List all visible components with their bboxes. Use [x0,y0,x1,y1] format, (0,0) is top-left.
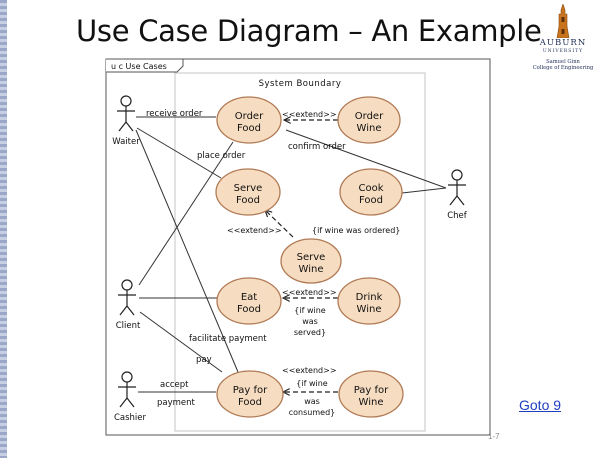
logo-college-name: Samuel Ginn College of Engineering [518,59,608,71]
usecase-pay-wine-line1: Pay for [354,385,389,396]
use-case-ellipses [215,96,404,418]
actor-client-label: Client [116,321,141,331]
usecase-eat-food-line1: Eat [241,292,257,303]
logo-college-line1: Samuel Ginn [546,59,580,65]
usecase-order-food [216,96,282,144]
usecase-order-food-line2: Food [237,123,261,134]
association-lines [135,116,447,393]
label-cond-wine-consumed-3: consumed} [289,408,335,417]
client-orderfood-line [138,141,234,286]
usecase-pay-wine [338,370,404,418]
label-extend-orderwine: <<extend>> [282,110,337,119]
usecase-drink-wine-line2: Wine [357,304,382,315]
usecase-pay-wine-line2: Wine [359,397,384,408]
label-extend-paywine: <<extend>> [282,366,337,375]
diagram-frame [105,58,491,436]
actor-chef-label: Chef [447,211,468,221]
label-extend-drinkwine: <<extend>> [282,288,337,297]
usecase-serve-wine-line2: Wine [299,264,324,275]
label-cond-wine-served-3: served} [294,328,326,337]
logo-university-word: UNIVERSITY [542,49,584,54]
usecase-pay-food [216,370,284,418]
chef-orderfood-line [285,129,447,189]
usecase-pay-food-line2: Food [238,397,262,408]
actor-waiter-head [120,95,132,107]
use-case-labels: Order Food Order Wine Serve Food Cook Fo… [233,111,389,408]
actor-cashier [118,371,136,408]
usecase-serve-food-line2: Food [236,195,260,206]
label-place-order: place order [197,151,246,161]
label-cond-wine-served-1: {if wine [294,306,326,315]
label-accept: accept [160,380,189,390]
frame-tag-box [106,58,184,73]
label-cond-wine-consumed-1: {if wine [296,379,328,388]
frame-tag: u c Use Cases [111,62,167,71]
logo-university-name: AUBURN [539,38,587,48]
usecase-serve-wine-line1: Serve [297,252,326,263]
actor-chef [448,169,466,206]
university-logo: AUBURN UNIVERSITY Samuel Ginn College of… [518,4,608,74]
actor-waiter [117,95,135,132]
usecase-order-wine-line2: Wine [357,123,382,134]
label-cond-wine-consumed-2: was [304,397,320,406]
label-cond-wine-ordered: {if wine was ordered} [312,226,400,235]
goto-slide-link[interactable]: Goto 9 [519,397,562,413]
actor-chef-head [451,169,463,181]
extend-arrows [265,120,338,392]
usecase-serve-food-line1: Serve [234,183,263,194]
logo-college-line2: College of Engineering [532,65,594,71]
system-boundary-label: System Boundary [259,79,342,89]
label-receive-order: receive order [146,109,203,119]
usecase-cook-food-line2: Food [359,195,383,206]
left-edge-stripe [0,0,7,458]
chef-cookfood-line [401,187,447,194]
label-facilitate-payment: facilitate payment [189,334,267,344]
extend-arrow-servewine [265,210,294,238]
usecase-drink-wine-line1: Drink [356,292,383,303]
client-payfood-line [139,311,223,373]
actor-client [118,279,136,316]
actor-client-head [121,279,133,291]
usecase-order-wine [337,96,401,144]
usecase-eat-food-line2: Food [237,304,261,315]
actor-cashier-head [121,371,133,383]
usecase-order-wine-line1: Order [355,111,384,122]
usecase-eat-food [216,277,282,325]
label-pay: pay [196,355,212,365]
tower-icon [556,4,570,38]
label-extend-servewine: <<extend>> [227,226,282,235]
usecase-pay-food-line1: Pay for [233,385,268,396]
slide-title: Use Case Diagram – An Example [76,14,542,48]
label-cond-wine-served-2: was [302,317,318,326]
label-confirm-order: confirm order [288,142,346,152]
label-payment: payment [157,398,196,408]
usecase-order-food-line1: Order [235,111,264,122]
usecase-cook-food-line1: Cook [358,183,383,194]
usecase-drink-wine [337,277,401,325]
actor-cashier-label: Cashier [114,413,147,423]
system-boundary [174,72,426,432]
usecase-serve-food [215,168,281,216]
usecase-serve-wine [280,238,342,284]
usecase-cook-food [339,168,403,216]
relationship-labels: receive order place order confirm order … [146,109,400,417]
page-number: 1-7 [488,432,500,441]
actor-labels: Waiter Chef Client Cashier [112,137,468,423]
waiter-payfood-line [135,129,239,373]
waiter-servefood-line [136,127,222,179]
actor-waiter-label: Waiter [112,137,140,147]
